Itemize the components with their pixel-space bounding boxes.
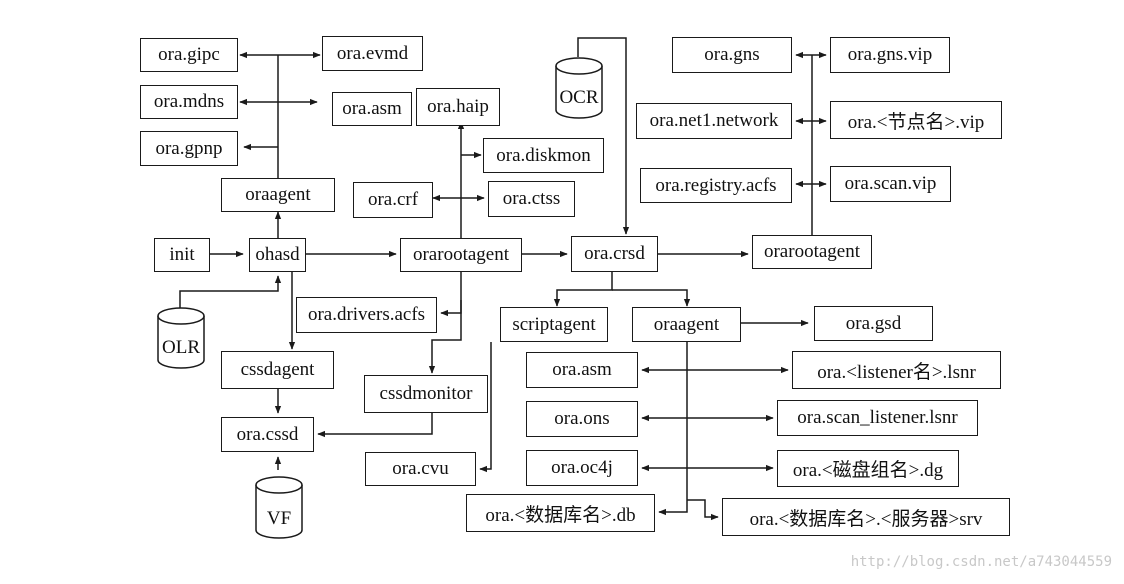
node-orarootagent-mid: orarootagent	[400, 238, 522, 272]
node-ora-crsd: ora.crsd	[571, 236, 658, 272]
node-ora-net1-network: ora.net1.network	[636, 103, 792, 139]
node-orarootagent-right: orarootagent	[752, 235, 872, 269]
node-ora-gipc: ora.gipc	[140, 38, 238, 72]
node-ora-srv: ora.<数据库名>.<服务器>srv	[722, 498, 1010, 536]
node-ora-cvu: ora.cvu	[365, 452, 476, 486]
vf-label: VF	[267, 508, 291, 529]
node-ora-node-vip: ora.<节点名>.vip	[830, 101, 1002, 139]
node-ora-crf: ora.crf	[353, 182, 433, 218]
node-ora-ctss: ora.ctss	[488, 181, 575, 217]
node-ora-evmd: ora.evmd	[322, 36, 423, 71]
node-ora-cssd: ora.cssd	[221, 417, 314, 452]
node-ora-gns-vip: ora.gns.vip	[830, 37, 950, 73]
node-ora-asm-top: ora.asm	[332, 92, 412, 126]
node-ora-scan-vip: ora.scan.vip	[830, 166, 951, 202]
node-ora-mdns: ora.mdns	[140, 85, 238, 119]
node-ohasd: ohasd	[249, 238, 306, 272]
node-cssdmonitor: cssdmonitor	[364, 375, 488, 413]
olr-label: OLR	[162, 337, 200, 358]
node-ora-gpnp: ora.gpnp	[140, 131, 238, 166]
olr-cylinder: OLR	[157, 307, 205, 369]
ocr-cylinder: OCR	[555, 57, 603, 119]
node-scriptagent: scriptagent	[500, 307, 608, 342]
watermark: http://blog.csdn.net/a743044559	[850, 554, 1112, 570]
node-ora-listener-lsnr: ora.<listener名>.lsnr	[792, 351, 1001, 389]
node-cssdagent: cssdagent	[221, 351, 334, 389]
node-ora-haip: ora.haip	[416, 88, 500, 126]
node-ora-db: ora.<数据库名>.db	[466, 494, 655, 532]
node-ora-registry-acfs: ora.registry.acfs	[640, 168, 792, 203]
node-init: init	[154, 238, 210, 272]
node-ora-diskmon: ora.diskmon	[483, 138, 604, 173]
node-ora-ons: ora.ons	[526, 401, 638, 437]
node-ora-oc4j: ora.oc4j	[526, 450, 638, 486]
node-ora-drivers-acfs: ora.drivers.acfs	[296, 297, 437, 333]
node-oraagent-right: oraagent	[632, 307, 741, 342]
node-ora-gsd: ora.gsd	[814, 306, 933, 341]
node-ora-scan-listener-lsnr: ora.scan_listener.lsnr	[777, 400, 978, 436]
ocr-label: OCR	[559, 87, 598, 108]
node-oraagent-left: oraagent	[221, 178, 335, 212]
vf-cylinder: VF	[255, 476, 303, 539]
node-ora-dg: ora.<磁盘组名>.dg	[777, 450, 959, 487]
node-ora-asm-right: ora.asm	[526, 352, 638, 388]
node-ora-gns: ora.gns	[672, 37, 792, 73]
